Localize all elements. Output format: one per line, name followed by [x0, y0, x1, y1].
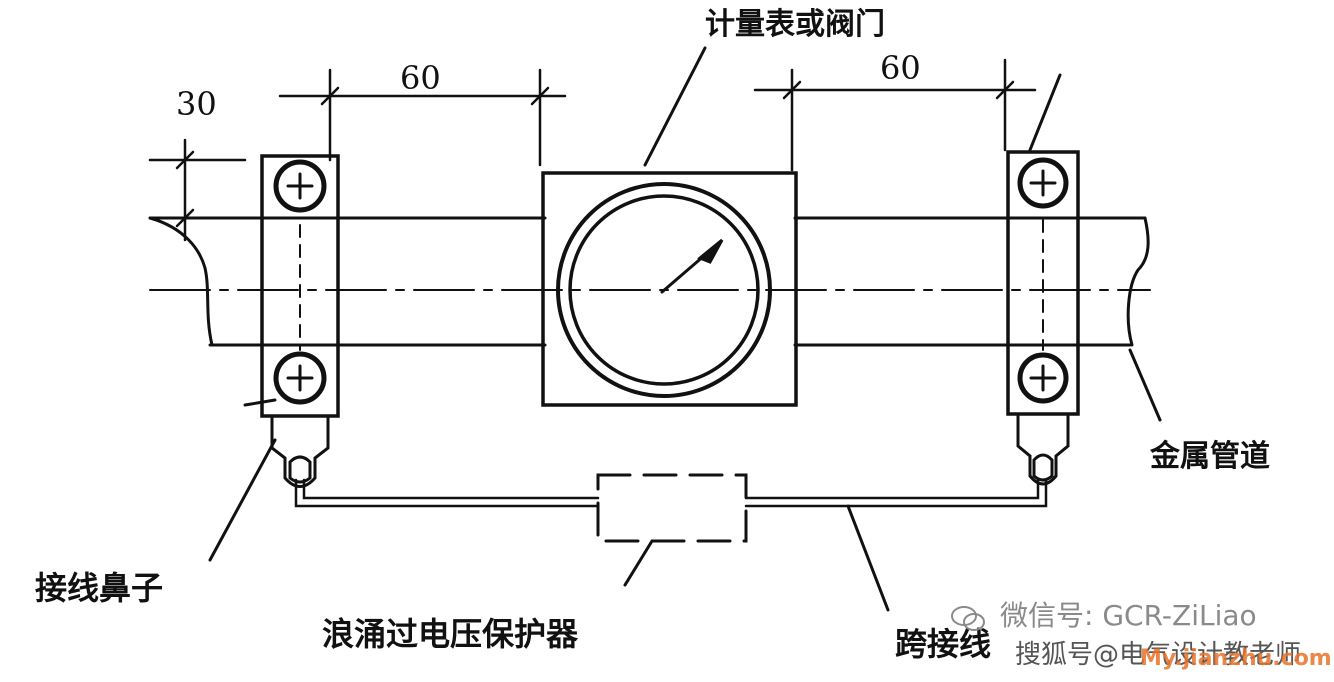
jumper-wire — [294, 478, 1048, 508]
leader-lines — [208, 46, 1162, 612]
meter-valve-box — [541, 171, 798, 407]
metal-pipe — [148, 216, 1150, 347]
left-pipe-clamp — [260, 154, 340, 418]
wechat-icon — [950, 605, 986, 633]
surge-protector-label: 浪涌过电压保护器 — [322, 615, 579, 653]
meter-valve-label: 计量表或阀门 — [705, 7, 885, 42]
surge-protector-box — [596, 473, 748, 543]
site-watermark: My.jianzhu.com — [1140, 646, 1332, 671]
wechat-watermark: 微信号: GCR-ZiLiao — [1000, 599, 1257, 632]
dimension-60-right: 60 — [880, 49, 921, 87]
right-terminal-lug — [1016, 412, 1070, 486]
sohu-watermark: 搜狐号@电气设计教老师 — [1015, 640, 1302, 670]
terminal-lug-label: 接线鼻子 — [35, 569, 164, 607]
left-terminal-lug — [270, 414, 330, 488]
dimension-60-left: 60 — [400, 59, 441, 97]
metal-pipe-label: 金属管道 — [1150, 439, 1270, 474]
jumper-wire-label: 跨接线 — [895, 625, 992, 663]
right-pipe-clamp — [1006, 150, 1080, 416]
dimension-lines — [148, 58, 1037, 242]
dimension-30: 30 — [176, 85, 217, 123]
